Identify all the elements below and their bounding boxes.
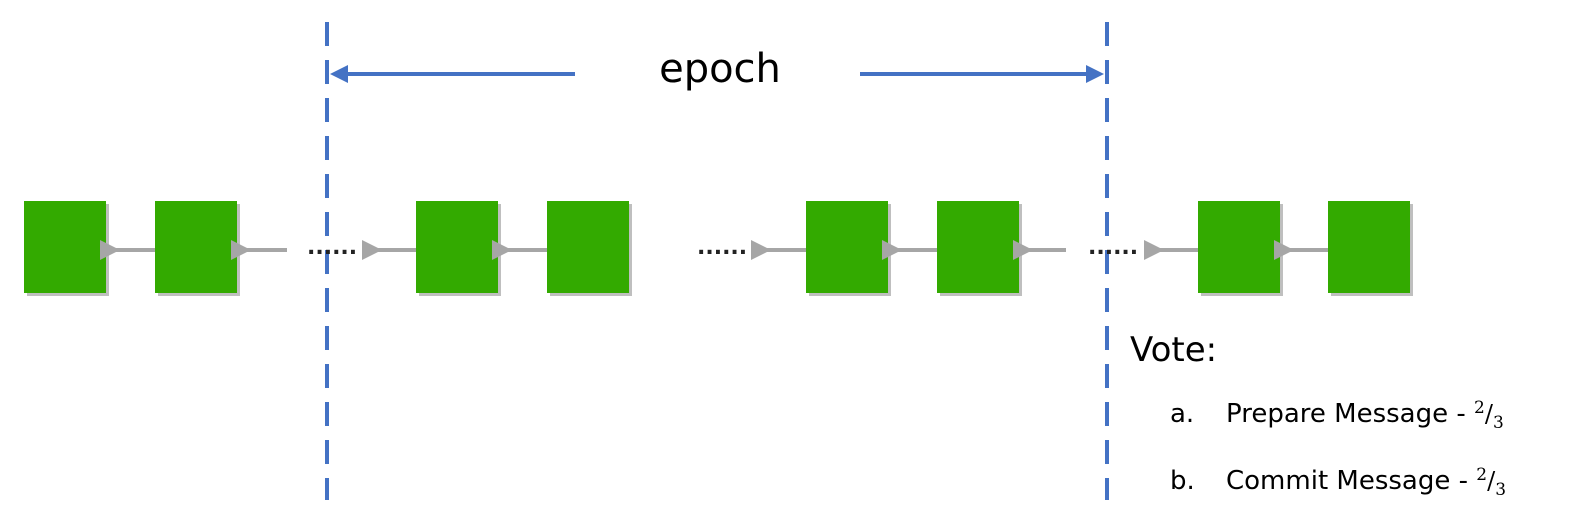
- block-7: [1198, 201, 1283, 296]
- ellipsis-1: ......: [307, 235, 357, 260]
- vote-panel: Vote: a. Prepare Message - 2/3 b. Commit M…: [1130, 330, 1580, 504]
- block-2: [155, 201, 240, 296]
- epoch-arrowhead-left: [330, 65, 348, 83]
- fraction-numerator: 2: [1474, 398, 1485, 418]
- block-6: [937, 201, 1022, 296]
- vote-item-prepare: a. Prepare Message - 2/3: [1170, 394, 1580, 437]
- block-5: [806, 201, 891, 296]
- fraction-two-thirds: 2/3: [1474, 398, 1504, 433]
- vote-item-text: Prepare Message -: [1226, 399, 1475, 429]
- fraction-denominator: 3: [1492, 412, 1504, 433]
- epoch-label: epoch: [659, 46, 781, 92]
- block-8: [1328, 201, 1413, 296]
- vote-title: Vote:: [1130, 330, 1218, 370]
- vote-item-marker: b.: [1170, 465, 1195, 496]
- block-4: [547, 201, 632, 296]
- vote-list: a. Prepare Message - 2/3 b. Commit Message…: [1130, 394, 1580, 504]
- vote-item-commit: b. Commit Message - 2/3: [1170, 461, 1580, 504]
- ellipsis-3: ......: [1088, 235, 1138, 260]
- ellipsis-2: ......: [697, 235, 747, 260]
- fraction-two-thirds: 2/3: [1476, 464, 1507, 500]
- block-3: [416, 201, 501, 296]
- fraction-numerator: 2: [1476, 464, 1488, 485]
- vote-item-text: Commit Message -: [1226, 465, 1477, 496]
- vote-item-marker: a.: [1170, 399, 1195, 429]
- block-1: [24, 201, 109, 296]
- epoch-arrowhead-right: [1086, 65, 1104, 83]
- fraction-denominator: 3: [1495, 479, 1507, 500]
